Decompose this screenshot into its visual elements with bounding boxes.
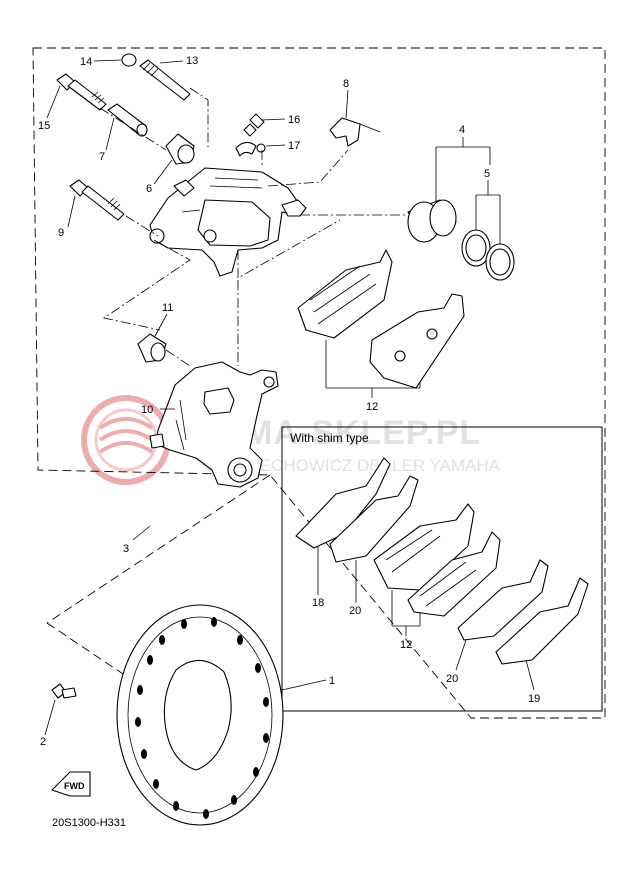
shim-20-left bbox=[329, 475, 419, 563]
bolt-9 bbox=[69, 179, 125, 221]
diagram-code: 20S1300-H331 bbox=[52, 817, 126, 829]
caliper-body bbox=[149, 167, 307, 277]
fwd-arrow-icon: FWD bbox=[51, 771, 91, 797]
callout-2: 2 bbox=[40, 736, 46, 748]
callout-11: 11 bbox=[162, 302, 173, 314]
pad-support-clip bbox=[329, 117, 381, 147]
piston bbox=[407, 199, 457, 243]
shim-20-right bbox=[457, 559, 549, 641]
flange-bolt-15 bbox=[56, 73, 107, 111]
boot-6 bbox=[165, 133, 195, 165]
brake-pad-set-shim bbox=[373, 503, 501, 617]
shim-18 bbox=[295, 457, 391, 549]
pad-pin bbox=[139, 59, 191, 101]
shim-19 bbox=[495, 577, 589, 665]
slide-pin bbox=[107, 103, 148, 137]
callout-16: 16 bbox=[288, 114, 300, 126]
watermark-sub-text: WOJCIECHOWICZ DEALER YAMAHA bbox=[205, 456, 501, 475]
callout-13: 13 bbox=[186, 55, 198, 67]
shim-type-box bbox=[281, 426, 603, 712]
callout-5: 5 bbox=[484, 168, 490, 180]
callout-1: 1 bbox=[329, 675, 335, 687]
disc-boundary-bottom bbox=[46, 622, 133, 681]
leader-lines bbox=[44, 59, 535, 736]
callout-6: 6 bbox=[146, 183, 152, 195]
callout-8: 8 bbox=[343, 78, 349, 90]
callout-4: 4 bbox=[459, 124, 465, 136]
callout-12: 12 bbox=[366, 401, 378, 413]
brake-pad-set-upper bbox=[297, 249, 465, 389]
rubber-cap bbox=[121, 53, 137, 67]
callout-9: 9 bbox=[58, 227, 64, 239]
brake-disc bbox=[116, 604, 284, 826]
callout-20-left: 20 bbox=[349, 605, 361, 617]
boot-11 bbox=[137, 333, 167, 363]
shim-box-title: With shim type bbox=[290, 431, 369, 445]
bleed-cap bbox=[235, 141, 266, 157]
callout-17: 17 bbox=[288, 140, 300, 152]
callout-10: 10 bbox=[141, 404, 153, 416]
caliper-bracket bbox=[149, 361, 279, 488]
fwd-label: FWD bbox=[64, 781, 85, 791]
callout-3: 3 bbox=[123, 543, 129, 555]
callout-12-shim: 12 bbox=[400, 639, 412, 651]
callout-15: 15 bbox=[38, 120, 50, 132]
assembly-boundary bbox=[32, 47, 606, 719]
piston-seals bbox=[461, 229, 515, 281]
disc-boundary-left bbox=[46, 474, 271, 624]
callout-20-right: 20 bbox=[446, 673, 458, 685]
callout-18: 18 bbox=[312, 597, 324, 609]
callout-7: 7 bbox=[99, 151, 105, 163]
bleed-screw bbox=[243, 113, 265, 137]
disc-bolt bbox=[51, 683, 77, 699]
callout-19: 19 bbox=[528, 693, 540, 705]
callout-labels: 14 13 15 7 6 9 16 17 8 4 5 11 12 10 3 1 … bbox=[38, 55, 540, 748]
callout-14: 14 bbox=[80, 56, 92, 68]
